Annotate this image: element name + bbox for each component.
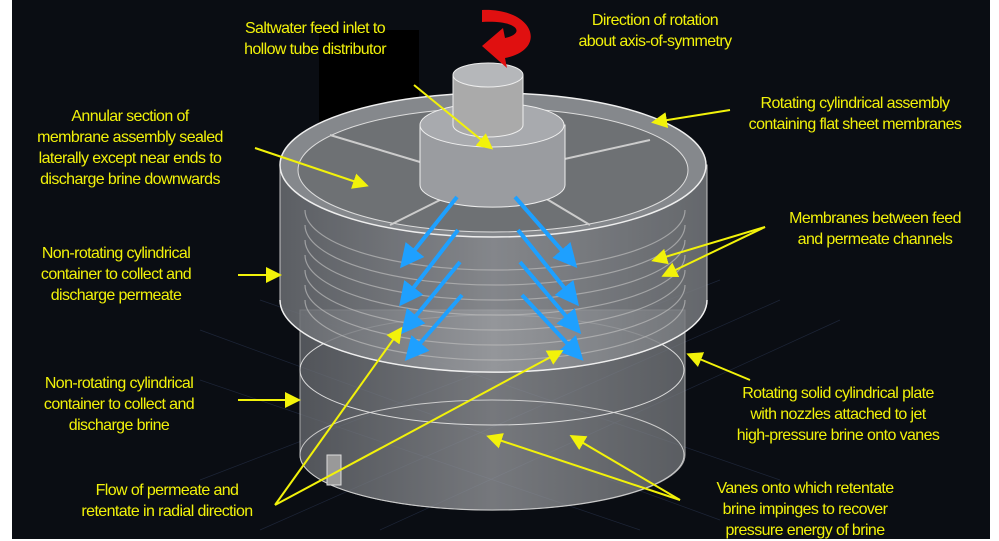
rotating-ro-unit-drawing — [199, 9, 841, 531]
label-line: container to collect and — [40, 266, 192, 283]
label-line: Vanes onto which retentate — [716, 480, 894, 497]
label-line: Annular section of — [71, 108, 189, 125]
central-distributor-tube — [419, 62, 566, 208]
label-line: container to collect and — [43, 396, 195, 413]
label-line: hollow tube distributor — [244, 41, 386, 58]
label-annular-section: Annular section of membrane assembly seal… — [37, 106, 223, 190]
label-line: Direction of rotation — [591, 12, 719, 29]
red-rotation-arrow — [482, 9, 531, 68]
diagram-canvas: Saltwater feed inlet to hollow tube distr… — [12, 0, 990, 539]
label-line: membrane assembly sealed — [37, 129, 223, 146]
label-line: with nozzles attached to jet — [750, 406, 926, 423]
label-line: Non-rotating cylindrical — [41, 245, 191, 262]
label-line: Flow of permeate and — [95, 482, 239, 499]
label-line: discharge brine downwards — [40, 171, 220, 188]
label-rotating-plate: Rotating solid cylindrical plate with noz… — [737, 383, 940, 446]
label-membranes: Membranes between feed and permeate chann… — [789, 208, 961, 250]
label-line: Rotating cylindrical assembly — [760, 95, 951, 112]
label-line: discharge brine — [68, 417, 170, 434]
label-line: Membranes between feed — [789, 210, 961, 227]
label-line: retentate in radial direction — [81, 503, 253, 520]
label-rotating-assembly: Rotating cylindrical assembly containing … — [749, 93, 962, 135]
label-vanes: Vanes onto which retentate brine impinges… — [716, 478, 894, 541]
label-line: pressure energy of brine — [725, 522, 885, 539]
flow-arrows — [399, 195, 584, 362]
label-permeate-container: Non-rotating cylindrical container to col… — [40, 243, 192, 306]
label-line: high-pressure brine onto vanes — [736, 427, 940, 444]
label-line: discharge permeate — [50, 287, 182, 304]
label-line: Rotating solid cylindrical plate — [742, 385, 934, 402]
label-line: Non-rotating cylindrical — [44, 375, 194, 392]
label-line: about axis-of-symmetry — [578, 33, 732, 50]
label-rotation: Direction of rotation about axis-of-symme… — [578, 10, 732, 52]
label-line: containing flat sheet membranes — [748, 116, 962, 133]
label-radial-flow: Flow of permeate and retentate in radial … — [81, 480, 253, 522]
label-line: laterally except near ends to — [38, 150, 222, 167]
label-line: brine impinges to recover — [722, 501, 888, 518]
leader-lines — [238, 84, 766, 506]
label-feed-inlet: Saltwater feed inlet to hollow tube distr… — [244, 18, 386, 60]
label-line: and permeate channels — [797, 231, 953, 248]
label-brine-container: Non-rotating cylindrical container to col… — [43, 373, 195, 436]
label-line: Saltwater feed inlet to — [244, 20, 386, 37]
